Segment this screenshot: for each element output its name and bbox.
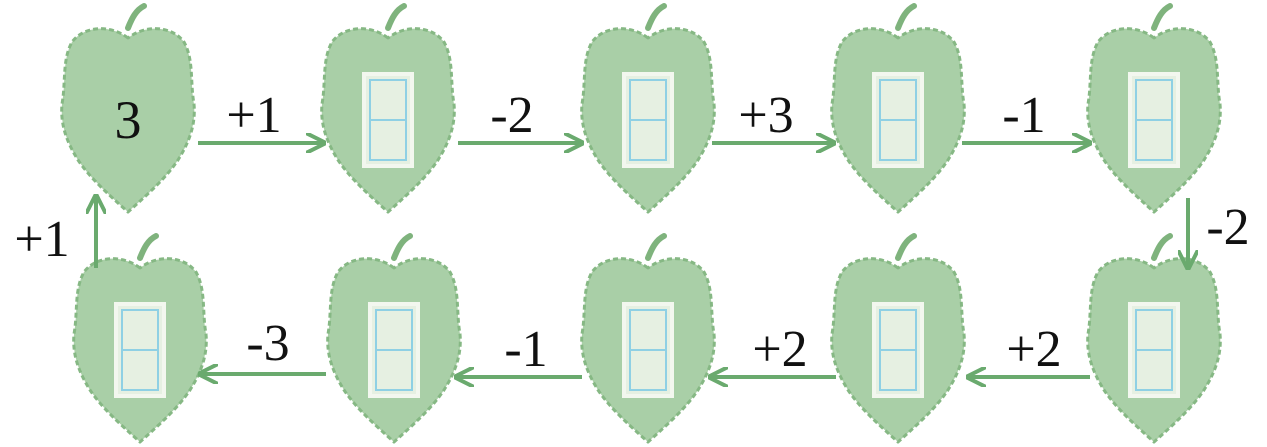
operation-label: -1 [504, 321, 547, 378]
answer-box[interactable] [368, 302, 420, 398]
leaf-6 [1088, 236, 1221, 442]
leaf-4 [832, 6, 965, 212]
leaf-8 [582, 236, 715, 442]
operation-label: -2 [490, 87, 533, 144]
leaf-9 [328, 236, 461, 442]
operation-label: -2 [1206, 199, 1249, 256]
answer-box[interactable] [622, 72, 674, 168]
operation-label: +2 [1006, 321, 1061, 378]
answer-box[interactable] [872, 302, 924, 398]
answer-box[interactable] [362, 72, 414, 168]
operation-label: +3 [738, 87, 793, 144]
operation-label: +2 [752, 321, 807, 378]
start-number: 3 [115, 90, 142, 150]
leaf-10 [74, 236, 207, 442]
answer-box[interactable] [1128, 302, 1180, 398]
answer-box[interactable] [114, 302, 166, 398]
operation-label: -3 [246, 315, 289, 372]
answer-box[interactable] [622, 302, 674, 398]
leaf-2 [322, 6, 455, 212]
leaf-3 [582, 6, 715, 212]
answer-box[interactable] [872, 72, 924, 168]
operation-label: +1 [14, 211, 69, 268]
operation-label: -1 [1002, 87, 1045, 144]
operation-label: +1 [226, 87, 281, 144]
answer-box[interactable] [1128, 72, 1180, 168]
leaf-7 [832, 236, 965, 442]
leaf-5 [1088, 6, 1221, 212]
leaf-1-start: 3 [62, 6, 195, 212]
